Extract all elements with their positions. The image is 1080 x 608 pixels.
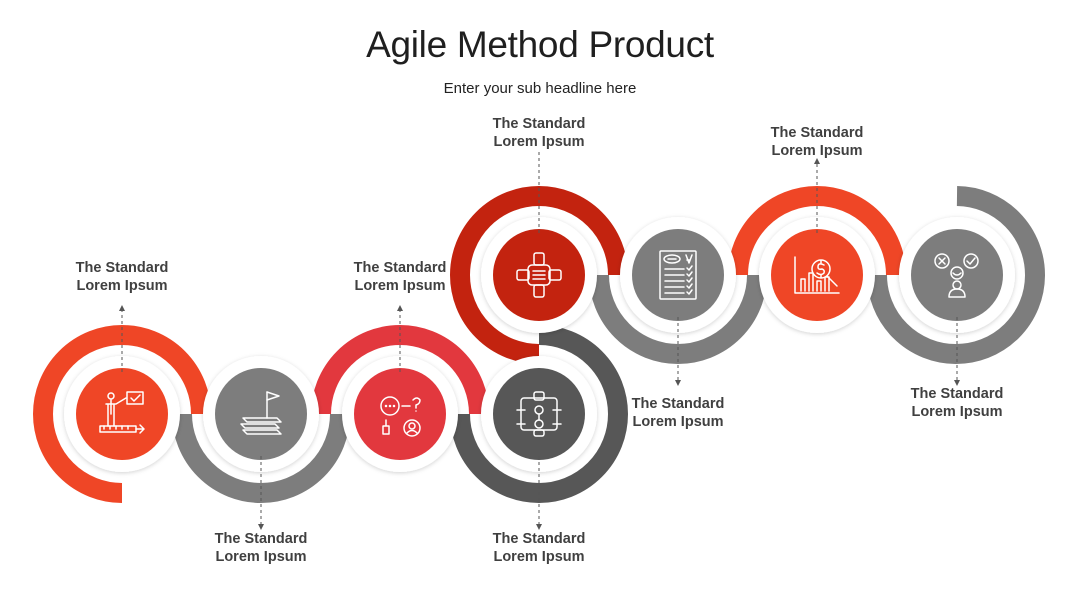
step-label-line2: Lorem Ipsum <box>911 404 1003 420</box>
step-label-5: The Standard Lorem Ipsum <box>449 115 629 151</box>
step-label-line1: The Standard <box>214 531 308 547</box>
options-person-icon <box>934 253 979 298</box>
arrowhead-2 <box>258 524 264 530</box>
arrowhead-4 <box>536 524 542 530</box>
step-label-8: The Standard Lorem Ipsum <box>867 385 1047 421</box>
ring-segment-1 <box>33 325 211 503</box>
step-label-line1: The Standard <box>631 396 725 412</box>
arrowhead-7 <box>814 158 820 164</box>
ring-segment-5 <box>450 186 628 364</box>
step-node-7 <box>759 217 875 333</box>
step-label-2: The Standard Lorem Ipsum <box>171 530 351 566</box>
chart-magnifier-icon <box>794 256 840 294</box>
step-label-line1: The Standard <box>492 531 586 547</box>
step-label-line2: Lorem Ipsum <box>632 414 724 430</box>
step-node-1 <box>64 356 180 472</box>
question-people-icon <box>380 396 421 437</box>
step-label-line2: Lorem Ipsum <box>215 549 307 565</box>
step-label-line1: The Standard <box>770 125 864 141</box>
step-label-line1: The Standard <box>910 386 1004 402</box>
arrowhead-1 <box>119 305 125 311</box>
presentation-icon <box>99 391 145 434</box>
step-label-4: The Standard Lorem Ipsum <box>449 530 629 566</box>
checklist-icon <box>659 250 697 300</box>
arrowhead-6 <box>675 380 681 386</box>
page-title: Agile Method Product <box>366 24 714 65</box>
step-label-line1: The Standard <box>492 116 586 132</box>
step-label-3: The Standard Lorem Ipsum <box>310 259 490 295</box>
step-label-6: The Standard Lorem Ipsum <box>588 395 768 431</box>
arrowhead-3 <box>397 305 403 311</box>
step-label-line2: Lorem Ipsum <box>493 134 585 150</box>
step-label-1: The Standard Lorem Ipsum <box>32 259 212 295</box>
books-flag-icon <box>240 391 282 435</box>
step-label-line1: The Standard <box>353 260 447 276</box>
step-label-7: The Standard Lorem Ipsum <box>727 124 907 160</box>
teamwork-hands-icon <box>516 252 562 298</box>
step-label-line2: Lorem Ipsum <box>354 278 446 294</box>
arrowhead-8 <box>954 380 960 386</box>
step-node-2 <box>203 356 319 472</box>
page-subtitle: Enter your sub headline here <box>443 80 637 97</box>
ring-segment-8 <box>867 186 1045 364</box>
step-node-3 <box>342 356 458 472</box>
flowchart-icon <box>516 391 562 437</box>
step-label-line2: Lorem Ipsum <box>771 143 863 159</box>
step-label-line2: Lorem Ipsum <box>493 549 585 565</box>
ring-segment-4 <box>450 325 628 503</box>
step-label-line1: The Standard <box>75 260 169 276</box>
step-label-line2: Lorem Ipsum <box>76 278 168 294</box>
